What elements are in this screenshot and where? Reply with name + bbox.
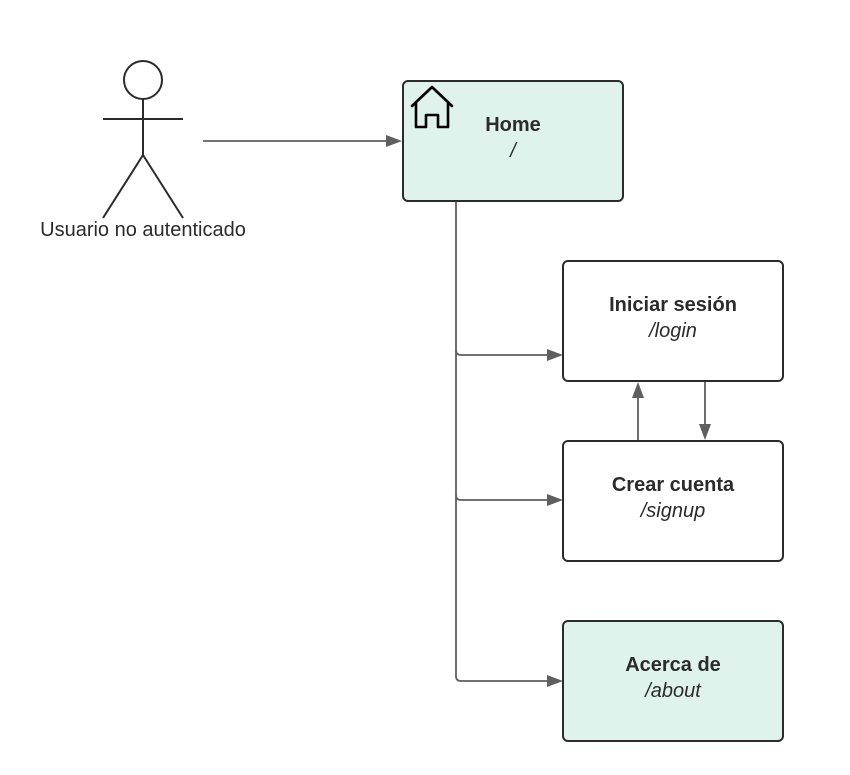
edges [203, 135, 711, 687]
node-signup-route: /signup [639, 500, 706, 522]
node-login[interactable]: Iniciar sesión /login [562, 260, 784, 382]
node-home[interactable]: Home / [402, 80, 624, 202]
node-signup[interactable]: Crear cuenta /signup [562, 440, 784, 562]
node-login-title: Iniciar sesión [609, 294, 737, 316]
node-about-route: /about [643, 680, 702, 702]
arrowhead-home-to-signup [547, 494, 563, 506]
edge-home-to-about [455, 495, 550, 682]
actor-label: Usuario no autenticado [40, 219, 246, 241]
node-signup-box [562, 440, 784, 562]
node-about[interactable]: Acerca de /about [562, 620, 784, 742]
node-home-route: / [508, 140, 518, 162]
actor-right-leg [142, 154, 184, 219]
home-icon [410, 85, 454, 129]
node-login-route: /login [647, 320, 697, 342]
actor-stick-figure-icon [102, 60, 184, 219]
node-home-box [402, 80, 624, 202]
node-about-box [562, 620, 784, 742]
node-signup-title: Crear cuenta [612, 474, 735, 496]
arrowhead-home-to-login [547, 349, 563, 361]
node-login-box [562, 260, 784, 382]
node-home-title: Home [485, 114, 541, 136]
actor-head [123, 60, 163, 100]
actor-left-leg [102, 154, 144, 219]
arrowhead-home-to-about [547, 675, 563, 687]
edge-home-to-signup [455, 350, 550, 501]
arrowhead-signup-to-login [632, 382, 644, 398]
arrowhead-login-to-signup [699, 424, 711, 440]
node-about-title: Acerca de [625, 654, 721, 676]
edge-home-to-login [455, 201, 550, 356]
arrowhead-actor-to-home [386, 135, 402, 147]
